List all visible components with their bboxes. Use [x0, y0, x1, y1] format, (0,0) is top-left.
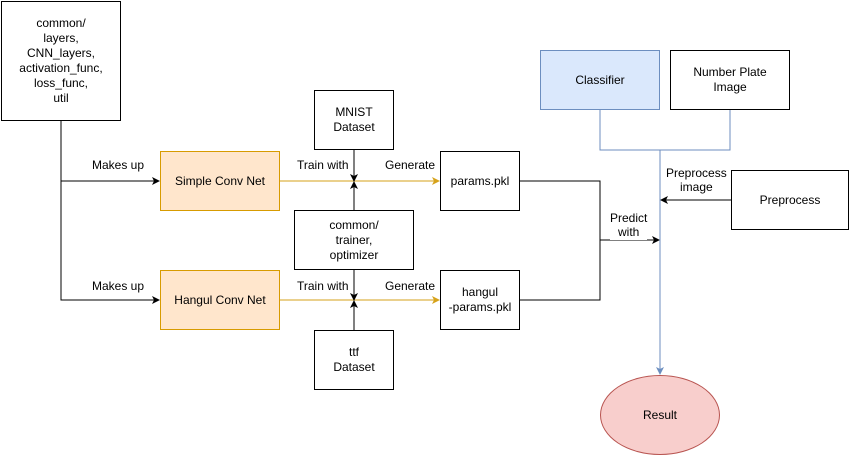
node-classifier: Classifier: [540, 50, 660, 110]
node-common-trainer: common/ trainer, optimizer: [294, 210, 414, 270]
node-params-pkl: params.pkl: [440, 151, 520, 211]
node-common-layers: common/ layers, CNN_layers, activation_f…: [1, 1, 121, 121]
node-preprocess: Preprocess: [731, 170, 849, 230]
edge-params-to-predict: [520, 180, 601, 240]
edge-classifier-to-result: [599, 110, 660, 151]
label-preprocess-image: Preprocess image: [666, 166, 727, 195]
label-generate-bottom: Generate: [385, 279, 436, 294]
label-makes-up-bottom: Makes up: [92, 279, 145, 294]
node-simple-conv-net: Simple Conv Net: [160, 151, 280, 211]
label-makes-up-top: Makes up: [92, 158, 145, 173]
edge-hangul-params-to-predict: [520, 236, 660, 301]
node-ttf-dataset: ttf Dataset: [314, 330, 394, 390]
node-hangul-conv-net: Hangul Conv Net: [160, 270, 280, 330]
label-train-with-top: Train with: [297, 158, 349, 173]
node-hangul-params-pkl: hangul -params.pkl: [440, 270, 520, 330]
label-predict-with: Predict with: [610, 211, 648, 240]
edge-plate-to-result: [656, 110, 731, 375]
edge-common-to-hangul: [60, 181, 160, 304]
label-train-with-bottom: Train with: [297, 279, 349, 294]
node-result: Result: [600, 375, 720, 455]
node-number-plate-image: Number Plate Image: [670, 50, 790, 110]
label-generate-top: Generate: [385, 158, 436, 173]
node-mnist-dataset: MNIST Dataset: [314, 90, 394, 150]
